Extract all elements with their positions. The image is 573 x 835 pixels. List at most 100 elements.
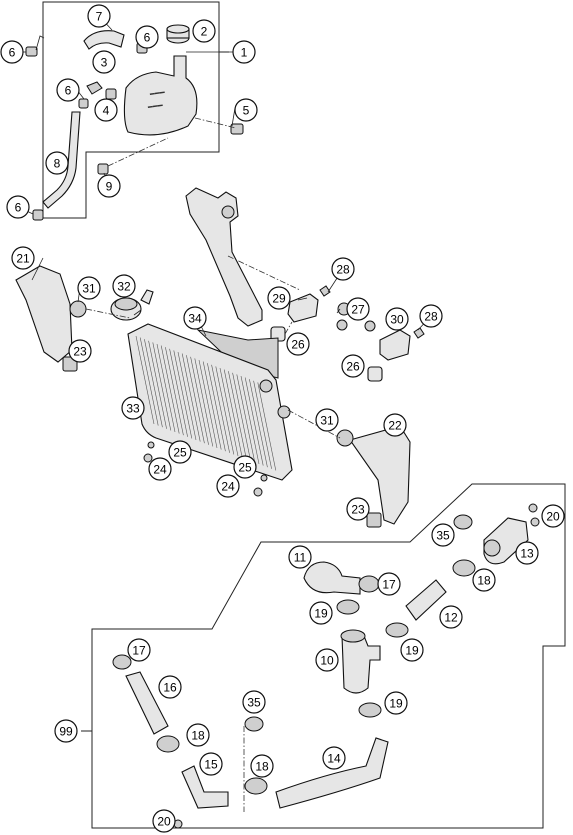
- callout-circle: [267, 286, 291, 310]
- callout-number: 19: [389, 697, 403, 711]
- callout-circle: [183, 306, 207, 330]
- radiator-fin-line: [177, 351, 197, 441]
- radiator-fin-line: [156, 343, 176, 433]
- callout-c31a: 31: [77, 276, 101, 300]
- callout-number: 1: [241, 46, 248, 60]
- callout-circle: [400, 638, 424, 662]
- radiator-fin-line: [148, 340, 167, 429]
- radiator-fin-line: [244, 377, 264, 466]
- callout-number: 16: [163, 681, 177, 695]
- clamp-17a-shape: [358, 575, 380, 593]
- radiator-fin-line: [165, 347, 184, 436]
- callout-circle: [233, 455, 257, 479]
- radiator-fin-line: [211, 364, 230, 453]
- bolt-28b-shape: [413, 327, 425, 339]
- callout-number: 35: [436, 529, 450, 543]
- callout-c28a: 28: [331, 257, 355, 281]
- callout-c27: 27: [346, 297, 370, 321]
- callout-circle: [234, 98, 258, 122]
- callout-circle: [309, 601, 333, 625]
- radiator-fin-line: [215, 366, 235, 455]
- callout-circle: [56, 78, 80, 102]
- callout-circle: [515, 541, 539, 565]
- callout-c28b: 28: [419, 304, 443, 328]
- radiator-fin-line: [181, 353, 201, 442]
- callout-number: 18: [255, 760, 269, 774]
- callout-number: 23: [351, 503, 365, 517]
- callout-number: 13: [520, 547, 534, 561]
- grommet-5-shape: [230, 123, 244, 135]
- radiator-bracket-parts: [185, 187, 425, 382]
- clamp-18b-shape: [156, 735, 180, 753]
- callout-c20b: 20: [152, 809, 176, 833]
- hose-12-shape: [405, 579, 447, 621]
- callout-number: 11: [294, 551, 307, 565]
- callout-number: 7: [96, 10, 103, 24]
- callout-number: 17: [132, 644, 146, 658]
- radiator-fin-line: [240, 375, 260, 465]
- callout-c18c: 18: [250, 754, 274, 778]
- callout-c19b: 19: [400, 638, 424, 662]
- callout-c23a: 23: [68, 339, 92, 363]
- callout-circle: [419, 304, 443, 328]
- callout-number: 32: [117, 280, 131, 294]
- radiator-fin-line: [186, 355, 205, 444]
- callout-number: 3: [101, 56, 108, 70]
- rubber-23b-shape: [366, 512, 382, 528]
- callout-circle: [112, 274, 136, 298]
- clamp-19c-shape: [358, 702, 382, 718]
- callout-c26a: 26: [286, 332, 310, 356]
- radiator-fin-line: [228, 371, 247, 460]
- callout-number: 18: [477, 574, 491, 588]
- callout-c15: 15: [199, 752, 223, 776]
- callout-number: 28: [336, 263, 350, 277]
- elbow-15-shape: [181, 765, 229, 809]
- clamp-19a-shape: [336, 599, 360, 615]
- callout-c2: 2: [192, 19, 216, 43]
- screw-9-shape: [97, 163, 109, 175]
- callout-circle: [315, 648, 339, 672]
- radiator-fin-line: [194, 358, 214, 447]
- callout-number: 21: [16, 252, 30, 266]
- callout-number: 4: [103, 104, 110, 118]
- o-ring-35b-shape: [244, 716, 264, 732]
- callout-circle: [152, 809, 176, 833]
- clamp-18a-shape: [452, 559, 476, 577]
- callout-circle: [11, 246, 35, 270]
- callout-circle: [148, 457, 172, 481]
- callout-c24b: 24: [216, 474, 240, 498]
- radiator-fin-line: [232, 372, 251, 461]
- clamp-19b-shape: [385, 622, 409, 638]
- callout-circle: [541, 504, 565, 528]
- callout-c26b: 26: [341, 354, 365, 378]
- callout-number: 20: [157, 815, 171, 829]
- cover-21-shape: [15, 265, 73, 363]
- clamp-6c-shape: [78, 98, 89, 109]
- callout-c35a: 35: [431, 523, 455, 547]
- callout-circle: [315, 408, 339, 432]
- callout-number: 20: [546, 510, 560, 524]
- callout-c23b: 23: [346, 497, 370, 521]
- group-frames: [42, 1, 566, 829]
- callout-c33: 33: [121, 396, 145, 420]
- callout-number: 5: [243, 104, 250, 118]
- callout-c99: 99: [54, 719, 78, 743]
- callout-number: 10: [320, 654, 334, 668]
- callout-number: 9: [106, 180, 113, 194]
- callout-c25a: 25: [168, 440, 192, 464]
- hose-16-shape: [125, 671, 169, 735]
- callout-c18a: 18: [472, 568, 496, 592]
- radiator-fin-line: [190, 356, 209, 445]
- callout-number: 34: [188, 312, 202, 326]
- expansion-tank-shape: [123, 55, 198, 136]
- callout-c20a: 20: [541, 504, 565, 528]
- clamp-6d-shape: [32, 209, 44, 221]
- bracket-shape: [185, 187, 263, 327]
- callout-circle: [168, 440, 192, 464]
- callout-circle: [87, 4, 111, 28]
- callout-circle: [322, 746, 346, 770]
- callout-circle: [192, 19, 216, 43]
- callout-c8: 8: [45, 151, 69, 175]
